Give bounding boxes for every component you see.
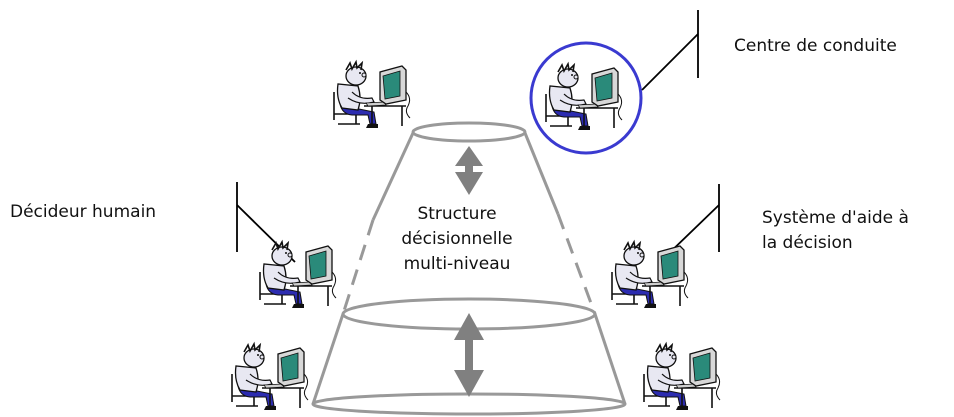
cone-right-edge-bottom [593,313,627,405]
cone-left-edge-dashed [341,219,375,315]
control-center-highlight-circle [529,41,643,155]
label-structure: Structure décisionnelle multi-niveau [368,202,546,277]
operator-bottom-left-icon [231,343,309,411]
label-decision-support: Système d'aide à la décision [762,206,909,256]
cone-left-edge-top [371,132,415,221]
cone-right-edge-top [523,132,560,215]
lower-double-arrow [454,313,484,397]
operator-top-left-icon [333,61,411,129]
label-structure-line3: multi-niveau [403,254,511,274]
upper-double-arrow [455,146,483,195]
operator-control-center-icon [545,63,623,131]
label-control-center: Centre de conduite [734,36,897,56]
label-human-decider: Décideur humain [10,202,157,222]
operator-bottom-right-icon [643,343,721,411]
callout-control-center [641,10,699,91]
label-decision-support-line2: la décision [762,233,853,253]
label-decision-support-line1: Système d'aide à [762,208,909,228]
operator-mid-left-icon [259,241,337,309]
cone-top-ellipse [411,121,527,143]
operator-mid-right-icon [611,241,689,309]
label-structure-line1: Structure [417,204,497,224]
cone-right-edge-dashed [556,213,597,315]
label-structure-line2: décisionnelle [401,229,513,249]
cone-left-edge-bottom [311,313,345,405]
